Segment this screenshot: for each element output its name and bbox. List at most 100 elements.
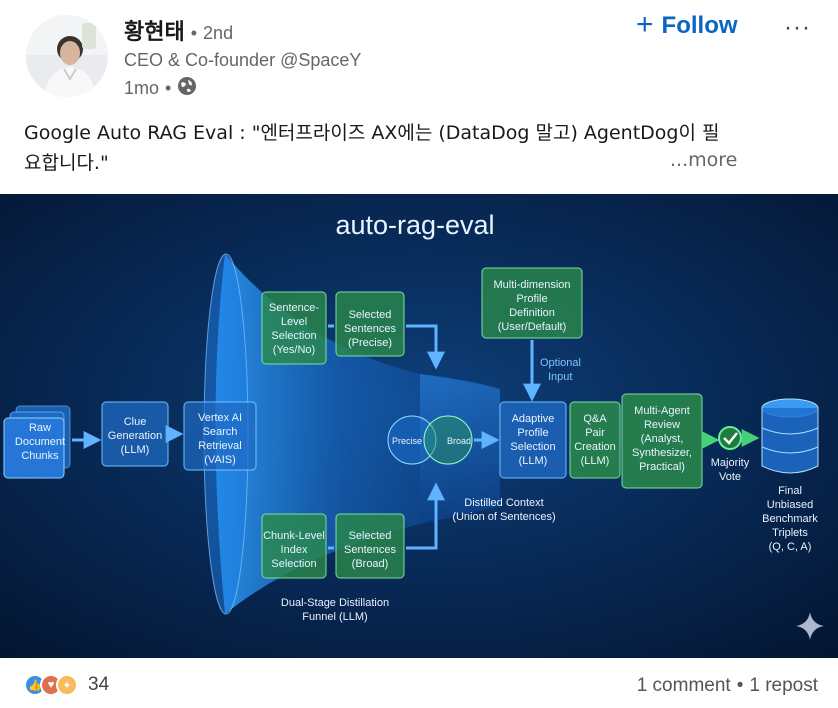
vertex-line-4: (VAIS) <box>204 454 236 466</box>
node-multi-agent-review: Multi-Agent Review (Analyst, Synthesizer… <box>621 393 703 489</box>
sentence-line-4: (Yes/No) <box>273 344 315 356</box>
follow-label: Follow <box>661 12 738 39</box>
chunk-line-3: Selection <box>271 558 316 570</box>
sentence-line-1: Sentence- <box>269 302 319 314</box>
precise-line-1: Selected <box>349 309 392 321</box>
final-line-2: Unbiased <box>767 499 813 511</box>
post-footer: 👍 ♥ ✦ 34 1 comment • 1 repost <box>0 662 838 708</box>
agent-line-5: Practical) <box>639 461 685 473</box>
more-horizontal-icon[interactable]: ··· <box>784 14 811 41</box>
profile-line-4: (User/Default) <box>498 321 566 333</box>
connection-degree: 2nd <box>203 23 234 43</box>
post-text: Google Auto RAG Eval : "엔터프라이즈 AX에는 (Dat… <box>24 118 824 178</box>
optional-input-line-1: Optional <box>540 357 581 369</box>
post-meta: 1mo • <box>124 76 197 101</box>
agent-line-1: Multi-Agent <box>634 405 690 417</box>
author-name[interactable]: 황현태 <box>124 20 185 45</box>
sparkle-icon <box>796 612 824 640</box>
profile-line-3: Definition <box>509 307 555 319</box>
author-avatar[interactable] <box>26 15 108 97</box>
node-selected-sentences-broad: Selected Sentences (Broad) <box>335 513 405 579</box>
diagram-title: auto-rag-eval <box>335 210 494 240</box>
post-text-line-1: Google Auto RAG Eval : "엔터프라이즈 AX에는 (Dat… <box>24 122 720 144</box>
author-headline: CEO & Co-founder @SpaceY <box>124 50 362 70</box>
auto-rag-eval-diagram: auto-rag-eval Raw Document Chunks Clue G… <box>0 194 838 658</box>
node-profile-definition: Multi-dimension Profile Definition (User… <box>481 267 583 339</box>
raw-line-3: Chunks <box>21 450 59 462</box>
broad-line-1: Selected <box>349 530 392 542</box>
see-more-link[interactable]: ...more <box>670 149 738 171</box>
reposts-link[interactable]: 1 repost <box>749 675 818 696</box>
precise-line-3: (Precise) <box>348 337 392 349</box>
node-sentence-level-selection: Sentence- Level Selection (Yes/No) <box>261 291 327 365</box>
distilled-line-1: Distilled Context <box>464 497 543 509</box>
adaptive-line-2: Profile <box>517 427 548 439</box>
vertex-line-3: Retrieval <box>198 440 241 452</box>
raw-line-2: Document <box>15 436 65 448</box>
meta-separator: • <box>165 78 172 98</box>
clue-line-1: Clue <box>124 416 147 428</box>
qa-line-4: (LLM) <box>581 455 610 467</box>
vertex-line-2: Search <box>203 426 238 438</box>
globe-icon <box>177 76 197 101</box>
node-selected-sentences-precise: Selected Sentences (Precise) <box>335 291 405 357</box>
majority-line-1: Majority <box>711 457 750 469</box>
post-image-diagram[interactable]: auto-rag-eval Raw Document Chunks Clue G… <box>0 194 838 658</box>
engagement-counts: 1 comment • 1 repost <box>637 675 818 697</box>
engage-dot: • <box>736 675 744 696</box>
database-icon <box>761 398 819 474</box>
venn-broad-label: Broad <box>447 436 471 446</box>
node-qa-pair-creation: Q&A Pair Creation (LLM) <box>569 401 621 479</box>
qa-line-1: Q&A <box>583 413 607 425</box>
qa-line-3: Creation <box>574 441 616 453</box>
follow-button[interactable]: + Follow <box>636 7 738 41</box>
final-line-3: Benchmark <box>762 513 818 525</box>
post-age: 1mo <box>124 78 160 98</box>
node-vertex-ai-search: Vertex AI Search Retrieval (VAIS) <box>183 401 257 471</box>
author-name-row: 황현태 • 2nd <box>124 14 233 46</box>
venn-precise-label: Precise <box>392 436 422 446</box>
funnel-label-line-2: Funnel (LLM) <box>302 611 367 623</box>
profile-line-1: Multi-dimension <box>493 279 570 291</box>
optional-input-line-2: Input <box>548 371 572 383</box>
broad-line-3: (Broad) <box>352 558 389 570</box>
agent-line-4: Synthesizer, <box>632 447 692 459</box>
adaptive-line-4: (LLM) <box>519 455 548 467</box>
majority-line-2: Vote <box>719 471 741 483</box>
node-chunk-level-selection: Chunk-Level Index Selection <box>261 513 327 579</box>
node-clue-generation: Clue Generation (LLM) <box>101 401 169 467</box>
adaptive-line-3: Selection <box>510 441 555 453</box>
sentence-line-3: Selection <box>271 330 316 342</box>
agent-line-2: Review <box>644 419 680 431</box>
agent-line-3: (Analyst, <box>641 433 684 445</box>
clue-line-2: Generation <box>108 430 162 442</box>
plus-icon: + <box>636 7 654 41</box>
comments-link[interactable]: 1 comment <box>636 675 731 696</box>
avatar-photo <box>26 15 108 97</box>
separator-dot: • <box>190 23 198 43</box>
sentence-line-2: Level <box>281 316 307 328</box>
reaction-count: 34 <box>88 674 110 695</box>
adaptive-line-1: Adaptive <box>512 413 555 425</box>
node-raw-chunks: Raw Document Chunks <box>3 405 71 479</box>
broad-line-2: Sentences <box>344 544 396 556</box>
precise-line-2: Sentences <box>344 323 396 335</box>
chunk-line-2: Index <box>281 544 308 556</box>
insightful-icon: ✦ <box>56 674 78 696</box>
distilled-line-2: (Union of Sentences) <box>452 511 555 523</box>
chunk-line-1: Chunk-Level <box>263 530 325 542</box>
final-line-5: (Q, C, A) <box>769 541 812 553</box>
final-line-4: Triplets <box>772 527 808 539</box>
qa-line-2: Pair <box>585 427 605 439</box>
profile-line-2: Profile <box>516 293 547 305</box>
post-text-line-2: 요합니다." <box>24 152 109 174</box>
venn-precise-broad: Precise Broad <box>387 415 473 465</box>
raw-line-1: Raw <box>29 422 51 434</box>
vertex-line-1: Vertex AI <box>198 412 242 424</box>
funnel-label-line-1: Dual-Stage Distillation <box>281 597 389 609</box>
node-adaptive-profile-selection: Adaptive Profile Selection (LLM) <box>499 401 567 479</box>
clue-line-3: (LLM) <box>121 444 150 456</box>
final-line-1: Final <box>778 485 802 497</box>
reactions-summary[interactable]: 👍 ♥ ✦ 34 <box>24 674 109 696</box>
node-majority-vote: Majority Vote <box>711 426 750 483</box>
